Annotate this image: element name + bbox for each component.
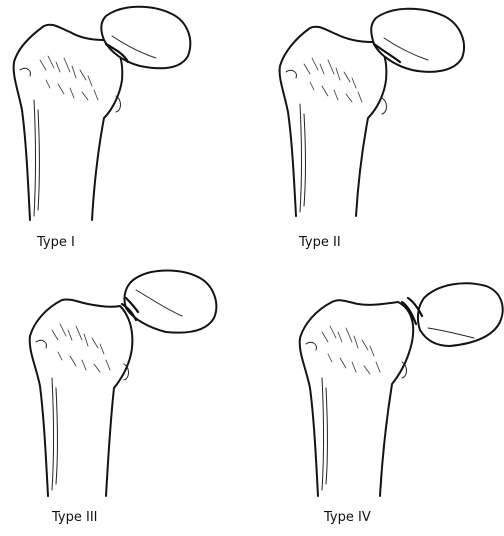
femur-type-ii-illustration — [252, 0, 504, 268]
caption-type-i: Type I — [37, 235, 75, 250]
femur-type-iii-illustration — [0, 268, 252, 536]
panel-type-ii: Type II — [252, 0, 504, 268]
caption-type-ii: Type II — [299, 235, 341, 250]
caption-type-iv: Type IV — [324, 510, 371, 525]
panel-type-i: Type I — [0, 0, 252, 268]
femur-type-i-illustration — [0, 0, 252, 268]
caption-type-iii: Type III — [52, 510, 98, 525]
panel-type-iv: Type IV — [252, 268, 504, 536]
femur-type-iv-illustration — [252, 268, 504, 536]
panel-type-iii: Type III — [0, 268, 252, 536]
